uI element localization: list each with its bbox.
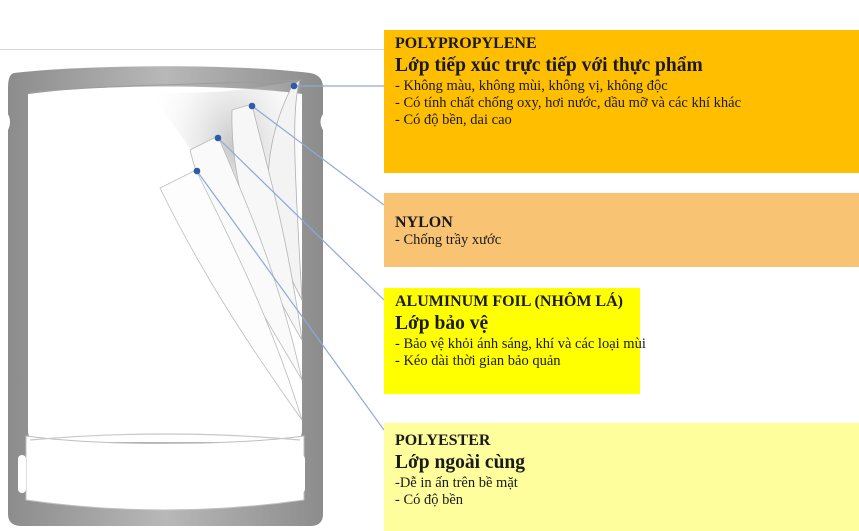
connector-aluminum — [217, 137, 385, 301]
layer-name: NYLON — [395, 214, 453, 231]
vent-right-1 — [297, 455, 305, 493]
pouch-gusset — [25, 435, 305, 511]
layer-box-polypropylene: POLYPROPYLENE Lớp tiếp xúc trực tiếp với… — [384, 30, 859, 173]
vent-left-2 — [30, 466, 36, 496]
dot-polyester — [193, 167, 201, 175]
vent-left-1 — [18, 455, 26, 493]
connector-nylon — [251, 105, 385, 206]
vent-right-3 — [278, 476, 283, 498]
peel-edge — [29, 79, 301, 93]
layer-line: - Có tính chất chống oxy, hơi nước, dầu … — [395, 94, 742, 111]
peel-layer-2 — [231, 103, 303, 341]
layer-line: - Có độ bền, dai cao — [395, 112, 512, 129]
layer-line: - Có độ bền — [395, 491, 464, 508]
vent-right-2 — [287, 466, 293, 496]
layer-box-nylon: NYLON - Chống trầy xước — [384, 193, 859, 267]
layer-line: - Bảo vệ khỏi ánh sáng, khí và các loại … — [395, 335, 646, 352]
layer-line: - Kéo dài thời gian bảo quản — [395, 352, 561, 369]
layer-line: - Không màu, không mùi, không vị, không … — [395, 77, 668, 94]
peel-layer-1 — [267, 78, 303, 301]
connector-polyester — [196, 170, 385, 431]
layer-line: - Chống trầy xước — [395, 232, 502, 249]
dot-polypropylene — [290, 82, 298, 90]
layer-subtitle: Lớp bảo vệ — [395, 313, 489, 335]
layer-box-polyester: POLYESTER Lớp ngoài cùng -Dễ in ấn trên … — [384, 423, 859, 531]
vent-left-3 — [40, 476, 45, 498]
gusset-curve — [29, 433, 301, 441]
layer-name: ALUMINUM FOIL (NHÔM LÁ) — [395, 293, 623, 310]
layer-name: POLYESTER — [395, 432, 491, 449]
layer-box-aluminum-foil: ALUMINUM FOIL (NHÔM LÁ) Lớp bảo vệ - Bảo… — [384, 288, 646, 394]
layer-subtitle: Lớp ngoài cùng — [395, 452, 526, 474]
layer-subtitle: Lớp tiếp xúc trực tiếp với thực phẩm — [395, 55, 703, 77]
peel-layer-4 — [159, 169, 303, 421]
dot-nylon — [248, 102, 256, 110]
dot-aluminum — [214, 134, 222, 142]
layer-line: -Dễ in ấn trên bề mặt — [395, 474, 518, 491]
layer-name: POLYPROPYLENE — [395, 35, 537, 52]
